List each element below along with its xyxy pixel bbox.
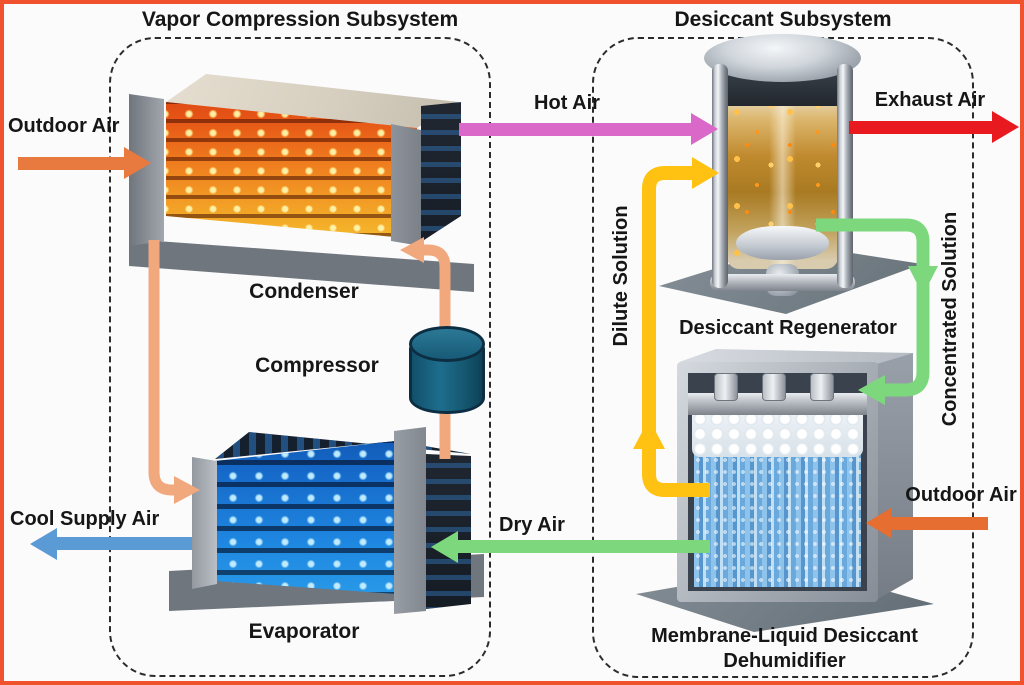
- hot-air-arrow-head: [691, 113, 718, 145]
- evaporator-coil-face: [215, 441, 396, 594]
- regenerator-label: Desiccant Regenerator: [679, 317, 897, 339]
- regenerator-left-post: [712, 64, 728, 288]
- compressor-label: Compressor: [255, 354, 379, 377]
- regenerator-dome-lid: [704, 34, 861, 82]
- dry-air-label: Dry Air: [499, 514, 565, 536]
- regenerator-foot-bar: [710, 274, 855, 291]
- exhaust-air-label: Exhaust Air: [874, 89, 986, 111]
- dehumidifier-label: Membrane-Liquid Desiccant Dehumidifier: [612, 624, 957, 674]
- dehumidifier-label-line2: Dehumidifier: [723, 650, 846, 672]
- dehumidifier-label-line1: Membrane-Liquid Desiccant: [651, 625, 918, 647]
- froth-layer: [692, 411, 863, 457]
- dry-air-arrow: [458, 540, 710, 553]
- evaporator: [169, 399, 489, 634]
- exhaust-air-arrow-head: [992, 111, 1019, 143]
- compressor-top: [409, 326, 485, 362]
- outdoor-air-left-label: Outdoor Air: [8, 115, 120, 137]
- condenser: [129, 66, 479, 296]
- condenser-side-face: [421, 102, 461, 242]
- cool-supply-air-arrow-head: [30, 528, 57, 560]
- hot-air-arrow: [459, 123, 691, 136]
- rail-clamp: [714, 373, 738, 401]
- cool-supply-air-arrow: [57, 537, 192, 550]
- desiccant-regenerator: [654, 34, 929, 319]
- evaporator-label: Evaporator: [248, 620, 360, 643]
- vapor-subsystem-title: Vapor Compression Subsystem: [141, 8, 459, 31]
- regenerator-platform: [736, 226, 829, 260]
- membrane-curtain: [694, 443, 861, 587]
- rail-clamp: [762, 373, 786, 401]
- outdoor-air-left-arrow: [18, 157, 124, 170]
- dry-air-arrow-head: [431, 531, 458, 563]
- dehumidifier-interior: [688, 373, 867, 591]
- outdoor-air-right-label: Outdoor Air: [905, 484, 1017, 506]
- desiccant-subsystem-title: Desiccant Subsystem: [674, 8, 892, 31]
- hot-air-label: Hot Air: [534, 92, 600, 114]
- condenser-coil-face: [166, 102, 417, 239]
- outdoor-air-left-arrow-head: [124, 147, 151, 179]
- dehumidifier-frame: [677, 362, 878, 602]
- outdoor-air-right-arrow-head: [866, 508, 891, 538]
- vapor-subsystem-box: [109, 37, 491, 677]
- exhaust-air-arrow: [849, 121, 992, 134]
- compressor: [409, 326, 485, 416]
- dilute-solution-label: Dilute Solution: [610, 205, 632, 347]
- rail-clamp: [810, 373, 834, 401]
- condenser-right-pillar: [391, 124, 421, 246]
- evaporator-right-pillar: [394, 427, 426, 614]
- cool-supply-air-label: Cool Supply Air: [10, 508, 160, 530]
- outdoor-air-right-arrow: [891, 517, 988, 530]
- condenser-label: Condenser: [249, 280, 359, 303]
